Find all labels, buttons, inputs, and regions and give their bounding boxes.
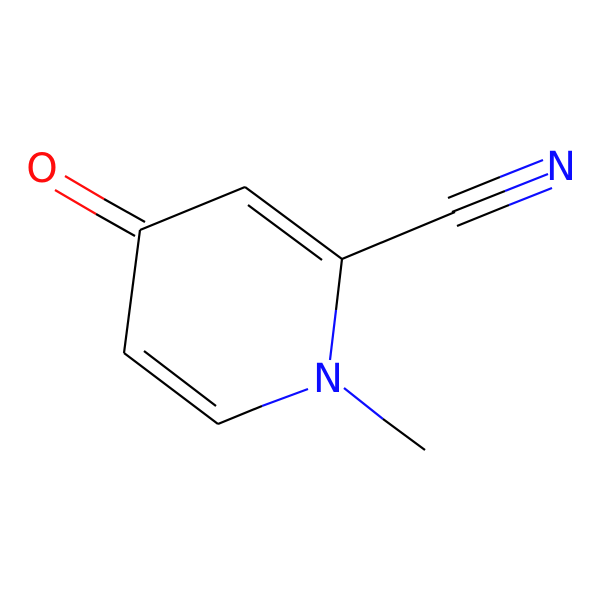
ring-double-bond-c3-c2 — [244, 186, 343, 261]
nitrile-nitrogen-atom-label: N — [546, 144, 576, 190]
bond-segment — [334, 258, 344, 311]
bond-segment — [54, 189, 97, 215]
bond-segment — [343, 387, 384, 420]
bond-segment — [499, 158, 544, 179]
methyl-bond — [343, 387, 426, 451]
bond-segment — [143, 350, 217, 407]
bond-segment — [451, 189, 506, 214]
ring-double-bond-c6-c5 — [123, 350, 219, 425]
ring-bond-n1-c6 — [217, 387, 309, 426]
oxygen-atom-label: O — [26, 146, 57, 192]
bond-segment — [508, 186, 553, 207]
ring-bond-c2-n1 — [328, 258, 344, 361]
nitrile-triple-bond — [447, 158, 553, 228]
bond-segment — [261, 387, 309, 408]
bond-segment — [247, 204, 323, 261]
bond-segment — [382, 418, 426, 451]
bond-segment — [217, 404, 263, 426]
bond-segment — [447, 175, 501, 200]
bond-segment — [456, 203, 510, 228]
bond-segment — [64, 175, 105, 200]
bond-segment — [123, 352, 219, 425]
ring-nitrogen-atom-label: N — [313, 356, 343, 402]
bond-c2-cnitrile — [341, 210, 456, 261]
bond-segment — [504, 172, 549, 193]
carbonyl-double-bond — [54, 175, 146, 237]
ring-bond-c4-c3 — [139, 185, 246, 232]
ring-bond-c5-c4 — [122, 229, 142, 354]
bond-segment — [244, 186, 343, 260]
bond-segment — [328, 309, 338, 361]
bond-segment — [103, 198, 146, 223]
bond-segment — [95, 213, 136, 237]
